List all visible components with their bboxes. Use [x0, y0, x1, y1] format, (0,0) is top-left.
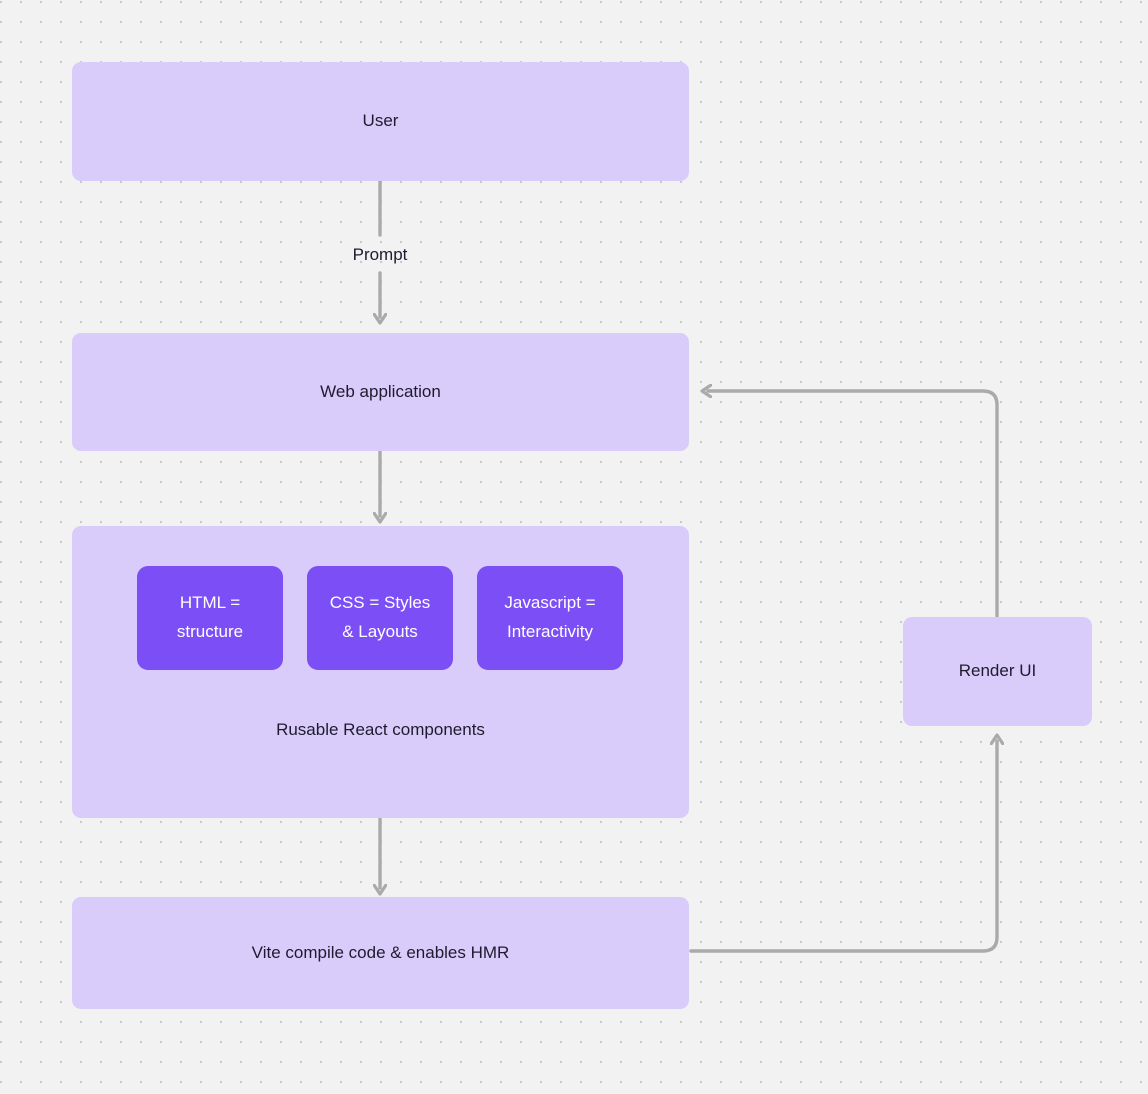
- chip-html-label: HTML = structure: [177, 589, 243, 647]
- node-components-group-caption: Rusable React components: [72, 719, 689, 742]
- chip-html-line2: structure: [176, 622, 244, 641]
- chip-javascript[interactable]: Javascript = Interactivity: [477, 566, 623, 670]
- edge-label-prompt-text: Prompt: [352, 245, 408, 264]
- edge-vite-to-render: [689, 741, 997, 953]
- chip-css-line2: & Layouts: [342, 622, 418, 641]
- node-render-ui[interactable]: Render UI: [903, 617, 1092, 726]
- node-vite-label: Vite compile code & enables HMR: [251, 942, 510, 962]
- edge-label-prompt: Prompt: [353, 245, 408, 265]
- node-user-label: User: [362, 111, 399, 131]
- node-components-group[interactable]: HTML = structure CSS = Styles & Layouts …: [72, 526, 689, 818]
- node-web-application-label: Web application: [320, 381, 441, 401]
- node-vite[interactable]: Vite compile code & enables HMR: [72, 897, 689, 1009]
- chip-javascript-line2: Interactivity: [507, 622, 593, 641]
- node-components-group-caption-text: Rusable React components: [276, 720, 485, 739]
- chip-css-label: CSS = Styles & Layouts: [330, 589, 431, 647]
- chip-css[interactable]: CSS = Styles & Layouts: [307, 566, 453, 670]
- chip-html[interactable]: HTML = structure: [137, 566, 283, 670]
- node-web-application[interactable]: Web application: [72, 333, 689, 451]
- node-render-ui-label: Render UI: [958, 661, 1037, 681]
- chip-css-line1: CSS = Styles: [329, 593, 431, 613]
- node-user[interactable]: User: [72, 62, 689, 181]
- chip-html-line1: HTML =: [179, 593, 241, 613]
- chip-javascript-line1: Javascript =: [504, 593, 596, 613]
- chip-javascript-label: Javascript = Interactivity: [504, 589, 595, 647]
- edge-render-to-web: [708, 391, 999, 619]
